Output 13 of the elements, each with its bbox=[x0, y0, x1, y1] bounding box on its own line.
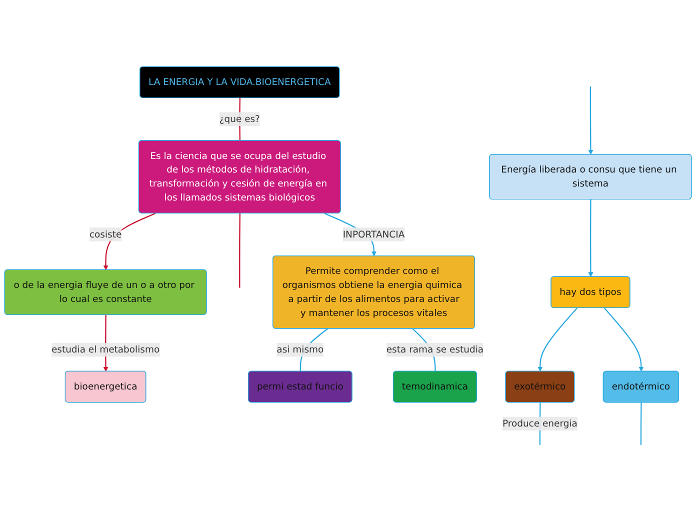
edge-label: esta rama se estudia bbox=[386, 344, 484, 355]
edge-label: Produce energia bbox=[502, 418, 578, 429]
edge-label: cosiste bbox=[89, 228, 122, 240]
edge-label: asi mismo bbox=[276, 344, 324, 355]
arrow bbox=[588, 86, 594, 155]
edge-label: estudia el metabolismo bbox=[51, 344, 160, 355]
arrow bbox=[604, 307, 644, 372]
connector bbox=[640, 402, 642, 445]
arrow bbox=[538, 307, 578, 372]
connector bbox=[239, 213, 241, 288]
arrow bbox=[588, 199, 594, 277]
edge-label: INPORTANCIA bbox=[342, 228, 405, 240]
edge-label: ¿que es? bbox=[219, 113, 260, 124]
